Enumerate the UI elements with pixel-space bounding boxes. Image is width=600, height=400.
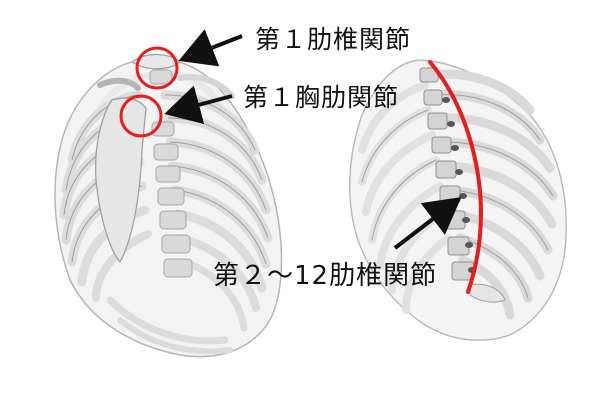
- arrow-first-costovertebral: [178, 29, 243, 67]
- arrow-first-sternocostal: [164, 85, 233, 125]
- label-first-sternocostal-joint: 第１胸肋関節: [243, 83, 400, 112]
- arrow-second-to-twelfth: [393, 197, 462, 250]
- first-sternocostal-marker: [119, 94, 163, 138]
- label-second-to-twelfth-costovertebral-joints: 第２～12肋椎関節: [213, 261, 438, 291]
- first-costovertebral-marker: [135, 46, 179, 90]
- front-ribcage: [54, 53, 283, 358]
- label-first-costovertebral-joint: 第１肋椎関節: [255, 25, 412, 54]
- costovertebral-highlight-line: [428, 60, 483, 294]
- lateral-ribcage: [349, 59, 567, 341]
